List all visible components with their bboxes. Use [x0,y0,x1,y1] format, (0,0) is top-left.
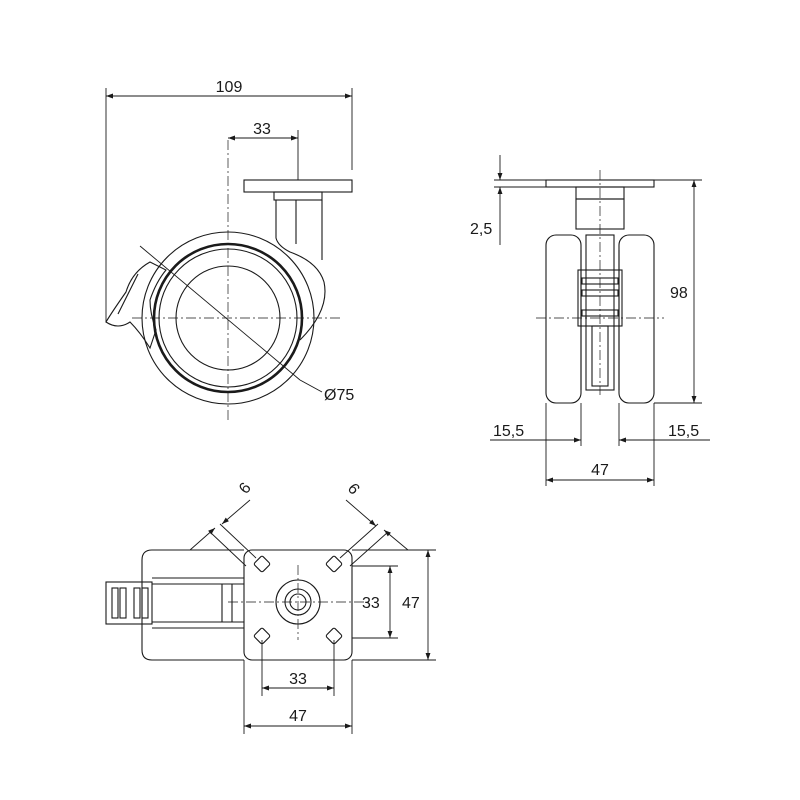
top-view [105,499,436,734]
dim-top-hole-spacing-h: 33 [289,671,307,688]
front-wheel-right [618,234,655,404]
side-view [105,88,353,420]
dim-top-slot-left: 6 [236,480,255,498]
dim-top-plate-height: 47 [402,595,420,612]
dim-wheel-diameter: Ø75 [324,387,354,404]
side-mount-plate [243,179,353,193]
dim-front-plate-width: 47 [591,462,609,479]
dim-top-slot-right: 6 [344,480,363,498]
top-body [141,549,244,661]
side-brake-lever [105,261,167,350]
dim-front-height: 98 [670,285,688,302]
dim-front-wheel-right: 15,5 [668,423,699,440]
front-wheel-left [545,234,582,404]
top-brake-pedal [105,581,153,625]
dim-front-wheel-left: 15,5 [493,423,524,440]
dim-top-plate-width: 47 [289,708,307,725]
top-mount-plate [243,549,353,661]
dim-side-width: 109 [216,79,243,96]
dim-front-plate-thickness: 2,5 [470,221,492,238]
front-view [490,155,710,486]
dim-side-offset: 33 [253,121,271,138]
top-mount-holes [253,555,343,645]
side-fork [275,200,326,341]
dim-top-hole-spacing-v: 33 [362,595,380,612]
